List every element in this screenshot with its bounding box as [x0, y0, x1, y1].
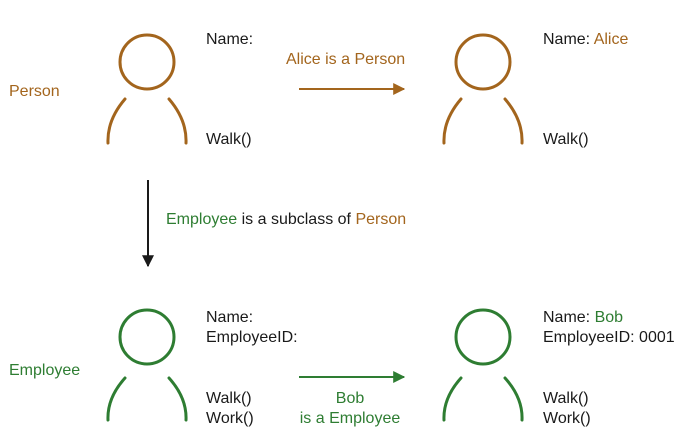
bob-name-label: Name: — [543, 309, 591, 326]
bob-name-attribute: Name: Bob — [543, 308, 623, 328]
bob-instance-icon — [442, 308, 524, 422]
bob-walk-method: Walk() — [543, 390, 589, 407]
employee-name-attribute: Name: — [206, 309, 254, 326]
alice-is-person-label: Alice is a Person — [286, 51, 406, 68]
subclass-child-label: Employee — [166, 211, 238, 228]
alice-name-attribute: Name: Alice — [543, 30, 628, 50]
bob-id-value: 0001 — [639, 329, 675, 346]
employee-id-attribute: EmployeeID: — [206, 329, 298, 346]
person-class-icon — [106, 33, 188, 145]
bob-is-employee-label-line1: Bob — [335, 390, 365, 407]
bob-id-attribute: EmployeeID: 0001 — [543, 328, 675, 348]
bob-work-method: Work() — [543, 410, 591, 427]
subclass-relation-text: is a subclass of — [241, 211, 351, 228]
employee-walk-method: Walk() — [206, 390, 252, 407]
employee-class-label: Employee — [9, 362, 81, 379]
bob-name-value: Bob — [594, 309, 624, 326]
employee-work-method: Work() — [206, 410, 254, 427]
alice-name-label: Name: — [543, 31, 591, 48]
alice-walk-method: Walk() — [543, 131, 589, 148]
bob-id-label: EmployeeID: — [543, 329, 635, 346]
alice-instance-icon — [442, 33, 524, 145]
bob-is-employee-label-line2: is a Employee — [299, 410, 401, 427]
person-class-label: Person — [9, 83, 60, 100]
person-name-attribute: Name: — [206, 31, 254, 48]
subclass-parent-label: Person — [355, 211, 407, 228]
subclass-relation-label: Employee is a subclass of Person — [166, 210, 406, 230]
person-walk-method: Walk() — [206, 131, 252, 148]
employee-class-icon — [106, 308, 188, 422]
alice-name-value: Alice — [593, 31, 629, 48]
